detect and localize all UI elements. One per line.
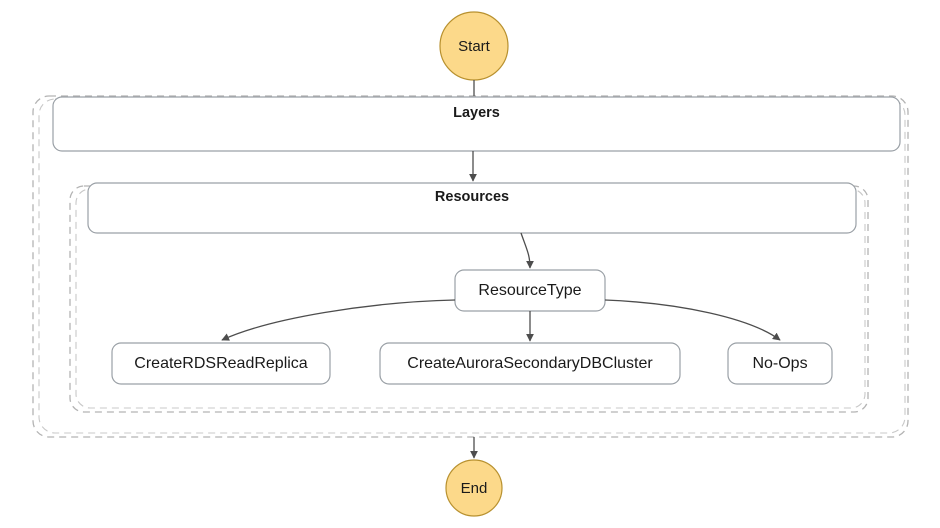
layers-group-boundary-inner xyxy=(38,98,906,434)
layers-header-box xyxy=(52,96,901,152)
resources-group-boundary-inner xyxy=(75,188,866,409)
edge-resources-to-resourcetype xyxy=(520,232,534,269)
edge-resourcetype-to-noops xyxy=(604,299,781,341)
layers-group-boundary xyxy=(32,95,909,438)
createrdsreadreplica-node-shape xyxy=(111,342,331,385)
noops-node-shape xyxy=(727,342,833,385)
end-node-shape xyxy=(445,459,503,517)
start-node-shape xyxy=(439,11,509,81)
resources-header-box xyxy=(87,182,857,234)
createaurorasecondarydbcluster-node-shape xyxy=(379,342,681,385)
resourcetype-node-shape xyxy=(454,269,606,312)
edge-resourcetype-to-createrdsreadreplica xyxy=(221,299,456,341)
